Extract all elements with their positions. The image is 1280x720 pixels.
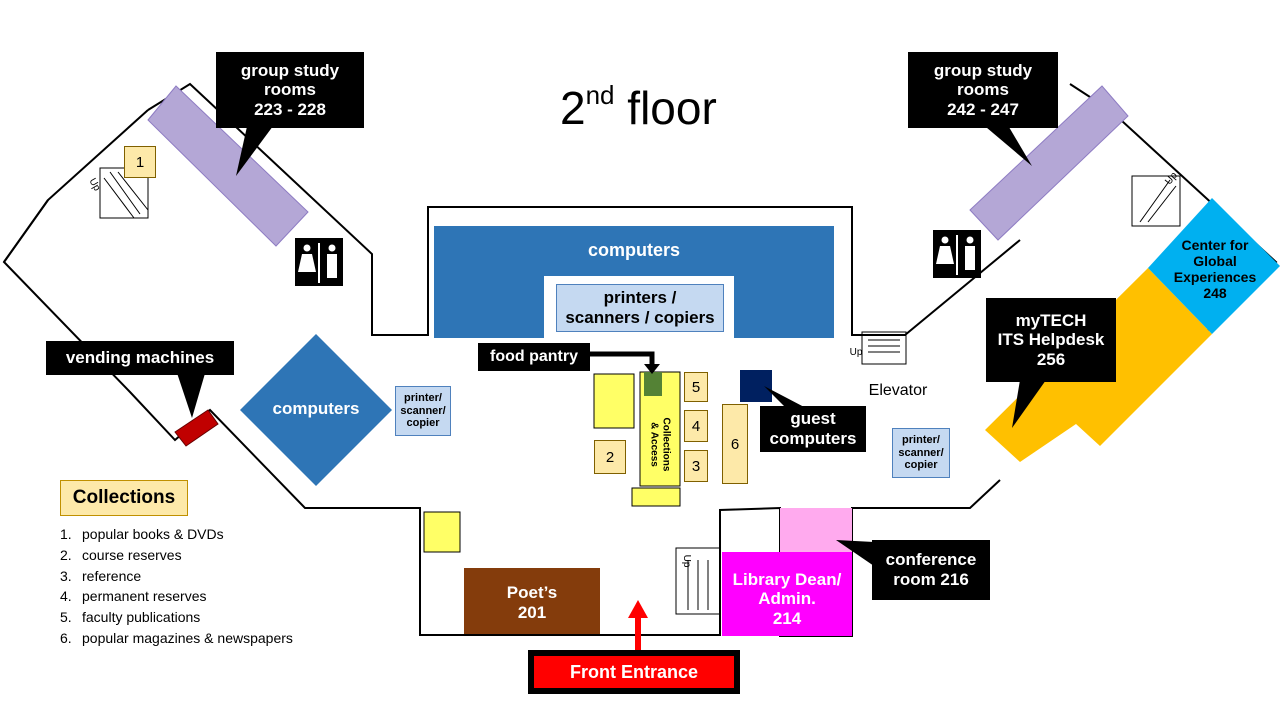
elevator-label: Elevator bbox=[868, 381, 928, 399]
desk-front bbox=[631, 487, 681, 507]
marker-4: 4 bbox=[684, 410, 708, 442]
food-pantry-arrow bbox=[588, 351, 655, 366]
right-stairs bbox=[1131, 175, 1181, 227]
restroom-icon-left bbox=[295, 238, 343, 286]
legend-item: 4.permanent reserves bbox=[60, 588, 207, 605]
collections-legend: 1.popular books & DVDs 2.course reserves… bbox=[60, 524, 293, 649]
vending-machine-box bbox=[174, 409, 219, 447]
legend-item: 1.popular books & DVDs bbox=[60, 526, 224, 542]
computers-left-area bbox=[240, 334, 392, 486]
desk-offices bbox=[593, 373, 635, 429]
printers-center-label: printers /scanners / copiers bbox=[556, 284, 724, 332]
legend-item: 6.popular magazines & newspapers bbox=[60, 629, 293, 646]
up-label-elevator: Up bbox=[849, 347, 863, 359]
elevator-stairs bbox=[861, 331, 907, 365]
conference-pointer bbox=[836, 540, 874, 566]
up-label-entrance: Up bbox=[680, 554, 692, 568]
legend-item: 3.reference bbox=[60, 567, 142, 584]
food-pantry-box bbox=[644, 372, 662, 396]
food-pantry-label: food pantry bbox=[478, 343, 590, 371]
page-title: 2nd floor bbox=[560, 80, 717, 134]
legend-item: 5.faculty publications bbox=[60, 609, 201, 626]
guest-computers-box bbox=[740, 370, 772, 402]
entrance-stairs bbox=[675, 547, 721, 615]
mytech-pointer bbox=[1012, 380, 1046, 428]
computers-left-label: computers bbox=[272, 399, 360, 419]
marker-1: 1 bbox=[124, 146, 156, 178]
vending-pointer bbox=[176, 370, 206, 418]
marker-5: 5 bbox=[684, 372, 708, 402]
collections-title: Collections bbox=[60, 480, 188, 516]
study-rooms-right bbox=[969, 85, 1129, 241]
collections-access-label: Collections& Access bbox=[649, 417, 672, 471]
poets-area bbox=[464, 568, 600, 634]
printer-right-label: printer/scanner/copier bbox=[892, 428, 950, 478]
study-rooms-left bbox=[147, 85, 309, 247]
vending-machines-label: vending machines bbox=[46, 341, 234, 375]
library-dean-label: Library Dean/Admin.214 bbox=[732, 569, 842, 628]
front-entrance-label: Front Entrance bbox=[528, 650, 740, 694]
conference-area bbox=[780, 508, 852, 552]
marker-2: 2 bbox=[594, 440, 626, 474]
left-wall-office bbox=[423, 511, 461, 553]
computers-top-label: computers bbox=[587, 239, 681, 260]
study-left-pointer bbox=[236, 122, 276, 176]
dean-area bbox=[722, 552, 852, 636]
marker-3: 3 bbox=[684, 450, 708, 482]
printer-left-label: printer/scanner/copier bbox=[395, 386, 451, 436]
legend-item: 2.course reserves bbox=[60, 546, 182, 563]
restroom-icon-right bbox=[933, 230, 981, 278]
study-right-pointer bbox=[980, 122, 1032, 166]
global-area bbox=[1148, 198, 1280, 334]
marker-6: 6 bbox=[722, 404, 748, 484]
guest-pointer bbox=[764, 386, 806, 408]
